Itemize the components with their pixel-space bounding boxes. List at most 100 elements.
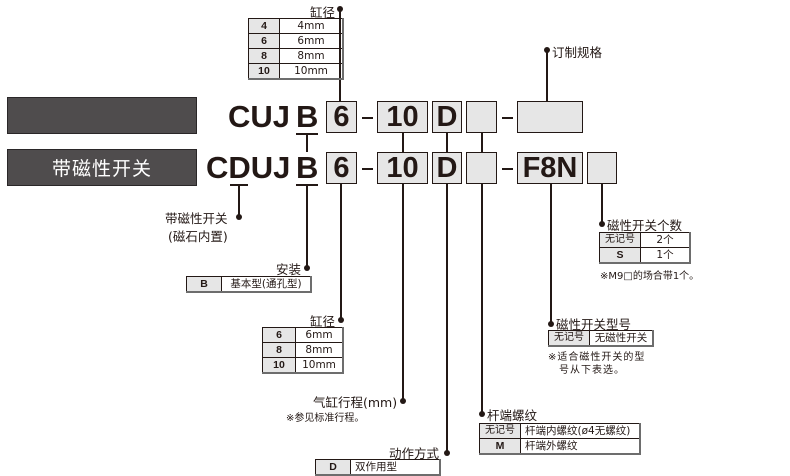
switch-model-note-1: ※适合磁性开关的型 (548, 352, 646, 363)
option-value: 10mm (279, 63, 344, 80)
standard-series-bar (7, 97, 197, 134)
stroke-box-row2: 10 (377, 152, 428, 184)
action-line (446, 184, 448, 453)
switch-count-box (587, 152, 617, 184)
model-prefix-cuj: CUJ (228, 99, 291, 134)
magnet-dot (236, 214, 242, 220)
switch-model-dot (548, 321, 554, 327)
stroke-box-row1: 10 (377, 101, 428, 133)
switch-count-line (601, 184, 603, 224)
table-row: 无记号无磁性开关 (548, 330, 654, 347)
mount-code-row1: B (296, 99, 319, 134)
mount-title: 安装 (276, 262, 302, 277)
option-value: 8mm (279, 48, 344, 64)
connector-thread (481, 133, 483, 152)
mount-code-row2: B (296, 150, 319, 185)
option-code: 10 (248, 63, 280, 80)
option-code: M (479, 438, 521, 455)
action-dot (444, 450, 450, 456)
switch-model-note-2: 号从下表选。 (559, 365, 625, 376)
custom-spec-title: 订制规格 (552, 45, 603, 60)
separator-dash (502, 117, 513, 119)
connector-action (446, 133, 448, 152)
mount-underline-row2 (296, 184, 318, 186)
action-box-row1: D (432, 101, 462, 133)
thread-dot (479, 411, 485, 417)
thread-title: 杆端螺纹 (487, 408, 538, 423)
magnet-line (238, 185, 240, 215)
option-value: 10mm (295, 357, 344, 374)
magnet-title: 带磁性开关 (165, 211, 228, 226)
option-code: 6 (262, 327, 296, 343)
action-title: 动作方式 (389, 446, 440, 461)
option-value: 基本型(通孔型) (221, 276, 312, 293)
bore-dot (338, 317, 344, 323)
table-row: 无记号杆端内螺纹(ø4无螺纹) (479, 423, 641, 439)
thread-box-row1 (466, 101, 497, 133)
bore-title: 缸径 (310, 314, 336, 329)
magnet-subtitle: (磁石内置) (168, 229, 228, 244)
magnet-series-bar: 带磁性开关 (7, 149, 197, 186)
option-code: 6 (248, 33, 280, 49)
option-code: 8 (248, 48, 280, 64)
action-box-row2: D (432, 152, 462, 184)
option-code: 10 (262, 357, 296, 374)
bore-line (340, 184, 342, 319)
option-value: 8mm (295, 342, 344, 358)
top-bore-title: 缸径 (310, 5, 336, 20)
bore-box-row2: 6 (326, 152, 357, 184)
option-code: 8 (262, 342, 296, 358)
bore-box-row1: 6 (326, 101, 357, 133)
switch-count-dot (599, 221, 605, 227)
model-prefix-cduj: CDUJ (206, 150, 291, 185)
mount-underline-row1 (296, 133, 318, 135)
switch-model-table: 无记号无磁性开关 (548, 330, 654, 347)
separator-dash (362, 117, 373, 119)
option-value: 4mm (279, 18, 344, 34)
custom-spec-box (517, 101, 583, 133)
separator-dash (362, 168, 373, 170)
stroke-title: 气缸行程(mm) (313, 395, 398, 410)
option-value: 2个 (640, 232, 691, 248)
switch-model-box: F8N (517, 152, 583, 184)
option-code: 无记号 (599, 232, 641, 248)
stroke-dot (400, 398, 406, 404)
switch-count-title: 磁性开关个数 (607, 218, 683, 233)
mount-line (306, 186, 308, 267)
option-value: 无磁性开关 (589, 330, 654, 347)
switch-model-line (550, 184, 552, 323)
switch-count-note: ※M9□的场合带1个。 (600, 271, 700, 282)
option-code: S (599, 247, 641, 264)
stroke-line (402, 184, 404, 400)
mount-dot (304, 265, 310, 271)
thread-box-row2 (466, 152, 497, 184)
separator-dash (502, 168, 513, 170)
switch-model-title: 磁性开关型号 (556, 317, 632, 332)
option-value: 杆端内螺纹(ø4无螺纹) (520, 423, 641, 439)
option-code: 无记号 (548, 330, 590, 347)
custom-spec-line (546, 50, 548, 101)
option-code: B (186, 276, 222, 293)
option-value: 杆端外螺纹 (520, 438, 641, 455)
option-code: 无记号 (479, 423, 521, 439)
connector-stroke (402, 133, 404, 152)
option-value: 1个 (640, 247, 691, 264)
option-code: D (315, 459, 351, 476)
thread-line (481, 184, 483, 413)
